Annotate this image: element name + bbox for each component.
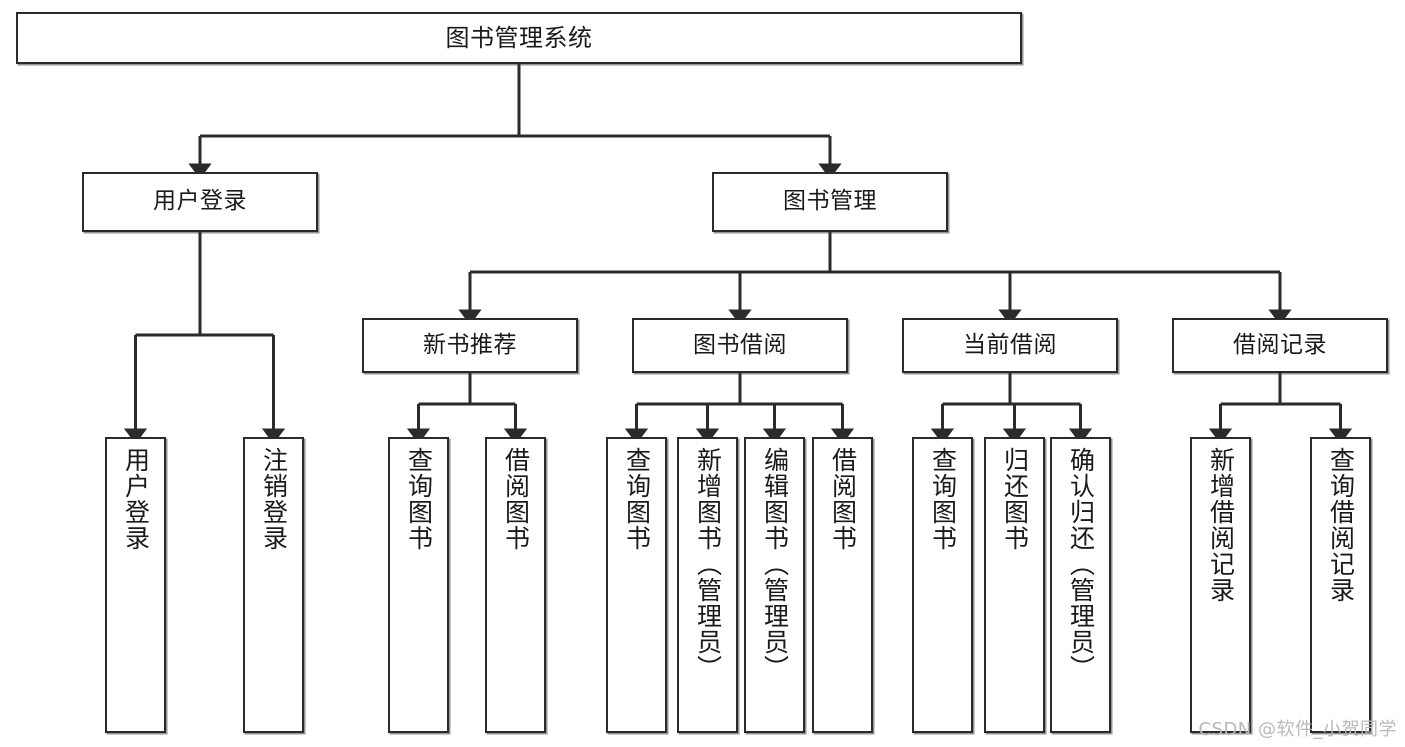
node-leaf-8[interactable]: 借阅图书	[812, 437, 873, 733]
node-leaf-5[interactable]: 查询图书	[606, 437, 667, 733]
node-root[interactable]: 图书管理系统	[16, 12, 1022, 64]
node-label: 注销登录	[259, 447, 289, 551]
node-leaf-1[interactable]: 用户登录	[105, 437, 166, 733]
node-leaf-10[interactable]: 归还图书	[984, 437, 1045, 733]
node-label: 新书推荐	[423, 331, 517, 358]
node-leaf-13[interactable]: 查询借阅记录	[1310, 437, 1371, 733]
node-leaf-3[interactable]: 查询图书	[388, 437, 449, 733]
node-label: 当前借阅	[963, 331, 1057, 358]
node-label: 查询图书	[622, 447, 652, 551]
node-label: 借阅图书	[828, 447, 858, 551]
node-label: 借阅图书	[501, 447, 531, 551]
node-leaf-7[interactable]: 编辑图书（管理员）	[744, 437, 805, 733]
node-label: 查询图书	[404, 447, 434, 551]
node-book-mgmt[interactable]: 图书管理	[712, 172, 948, 232]
node-label: 新增借阅记录	[1206, 447, 1236, 603]
node-label: 归还图书	[1000, 447, 1030, 551]
node-user-login[interactable]: 用户登录	[82, 172, 318, 232]
node-label: 图书管理	[783, 188, 877, 215]
node-label: 确认归还（管理员）	[1066, 447, 1096, 681]
node-label: 查询图书	[928, 447, 958, 551]
node-new-book-rec[interactable]: 新书推荐	[362, 318, 578, 373]
node-leaf-4[interactable]: 借阅图书	[485, 437, 546, 733]
node-current-borrow[interactable]: 当前借阅	[902, 318, 1118, 373]
node-label: 查询借阅记录	[1326, 447, 1356, 603]
watermark-label: CSDN @软件_小贺同学	[1198, 719, 1397, 740]
node-book-borrow[interactable]: 图书借阅	[632, 318, 848, 373]
node-label: 图书管理系统	[445, 23, 593, 52]
node-leaf-2[interactable]: 注销登录	[243, 437, 304, 733]
node-borrow-record[interactable]: 借阅记录	[1172, 318, 1388, 373]
node-label: 用户登录	[153, 188, 247, 215]
node-leaf-6[interactable]: 新增图书（管理员）	[677, 437, 738, 733]
node-leaf-11[interactable]: 确认归还（管理员）	[1050, 437, 1111, 733]
node-leaf-12[interactable]: 新增借阅记录	[1190, 437, 1251, 733]
node-label: 借阅记录	[1233, 331, 1327, 358]
node-label: 编辑图书（管理员）	[760, 447, 790, 681]
node-label: 图书借阅	[693, 331, 787, 358]
node-label: 用户登录	[121, 447, 151, 551]
node-leaf-9[interactable]: 查询图书	[912, 437, 973, 733]
node-label: 新增图书（管理员）	[693, 447, 723, 681]
